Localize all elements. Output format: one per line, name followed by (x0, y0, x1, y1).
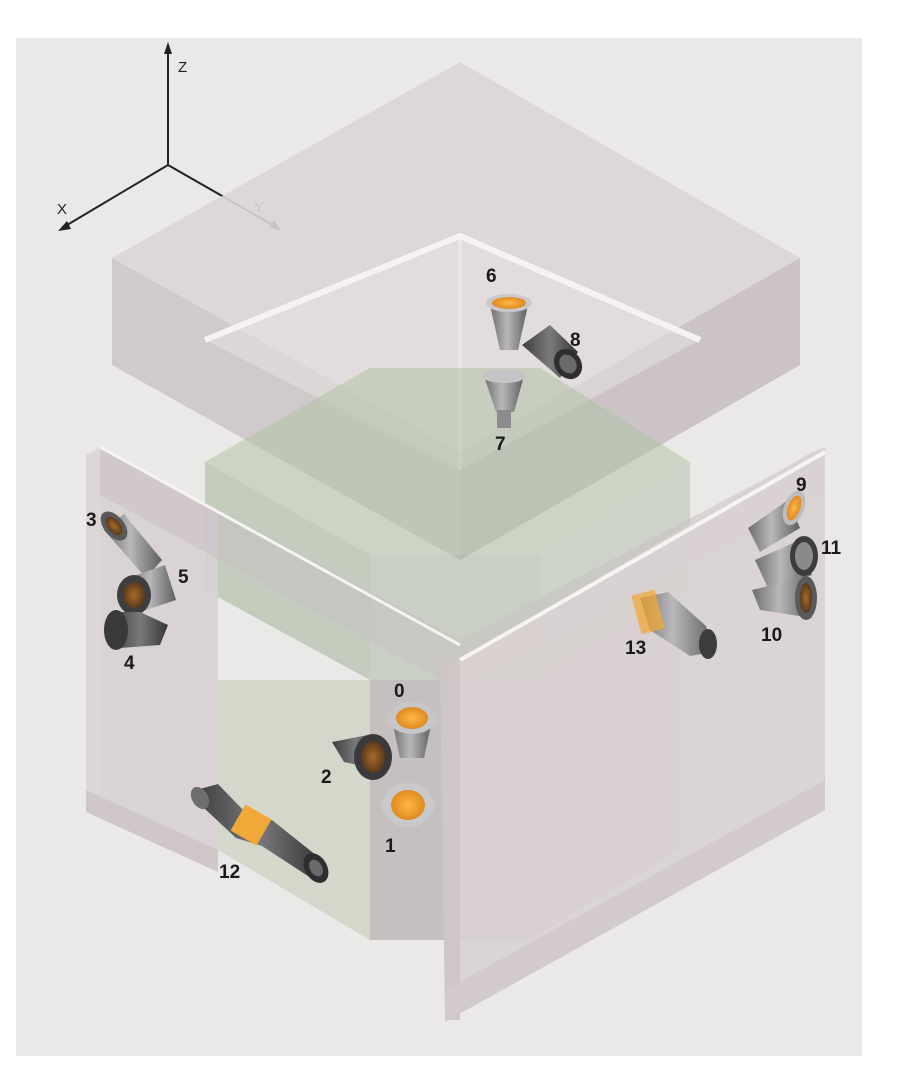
z-axis-label: Z (178, 59, 187, 76)
right-wall-edge (440, 655, 460, 1020)
nozzle-label-11: 11 (821, 538, 842, 559)
nozzle-label-7: 7 (495, 434, 506, 455)
nozzle-label-4: 4 (124, 653, 135, 674)
nozzle-label-12: 12 (219, 862, 240, 883)
nozzle-7-icon (482, 369, 526, 428)
nozzle-9-icon (748, 490, 806, 552)
z-axis-arrow (164, 42, 172, 54)
nozzle-11-icon (755, 536, 818, 588)
left-wall (86, 447, 100, 812)
inner-volume-lower (218, 680, 370, 940)
nozzle-12-icon (190, 784, 329, 883)
nozzle-label-2: 2 (321, 767, 332, 788)
x-axis-line (61, 164, 169, 229)
left-wall-base (86, 790, 218, 872)
nozzle-label-0: 0 (394, 681, 405, 702)
nozzle-1-icon (382, 783, 434, 827)
nozzle-10-icon (752, 576, 817, 620)
nozzle-label-1: 1 (385, 836, 396, 857)
nozzle-4-icon (104, 610, 168, 650)
right-wall-base (445, 780, 825, 1022)
nozzle-label-10: 10 (761, 625, 782, 646)
x-axis-arrow (58, 221, 71, 231)
upper-inner-opening (205, 236, 700, 470)
nozzle-2-icon (332, 734, 392, 780)
nozzle-label-6: 6 (486, 266, 497, 287)
nozzle-3-icon (100, 511, 162, 578)
nozzle-8-icon (522, 325, 583, 380)
nozzle-label-9: 9 (796, 475, 807, 496)
right-wall (460, 447, 825, 985)
nozzle-label-8: 8 (570, 330, 581, 351)
inner-volume-top (205, 368, 690, 555)
nozzle-6-icon (486, 294, 532, 350)
nozzle-0-icon (388, 702, 436, 758)
nozzle-label-13: 13 (625, 638, 646, 659)
nozzle-5-icon (117, 565, 176, 615)
nozzle-13-icon (631, 589, 717, 659)
nozzle-label-3: 3 (86, 510, 97, 531)
middle-band-left (100, 447, 460, 690)
nozzle-label-5: 5 (178, 567, 189, 588)
lower-enclosure (86, 445, 826, 1022)
x-axis-label: X (57, 201, 67, 218)
